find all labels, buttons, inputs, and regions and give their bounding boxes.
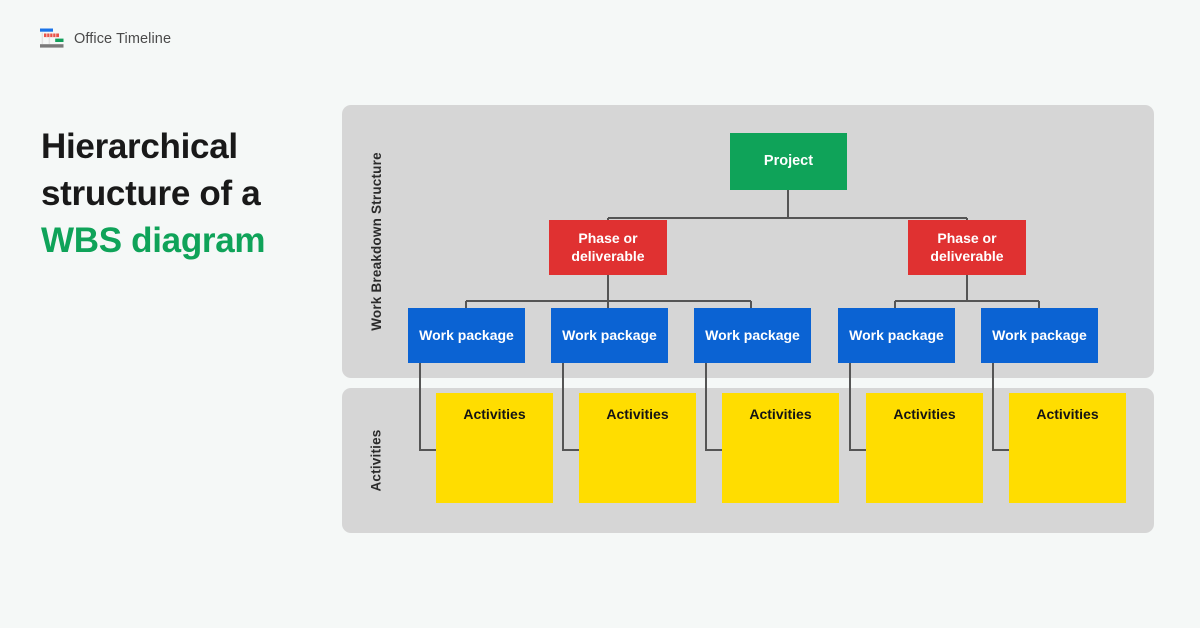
node-work-package-4-label: Work package xyxy=(849,326,944,343)
node-work-package-4[interactable]: Work package xyxy=(838,308,955,363)
node-activity-2[interactable]: Activities xyxy=(579,393,696,503)
node-activity-4[interactable]: Activities xyxy=(866,393,983,503)
node-activity-5-label: Activities xyxy=(1036,406,1099,422)
page-title-line1: Hierarchical xyxy=(41,127,238,167)
node-activity-1-label: Activities xyxy=(463,406,526,422)
page-title-line3: WBS diagram xyxy=(41,221,266,261)
wbs-diagram: Work Breakdown Structure Activities xyxy=(342,105,1154,533)
gantt-chart-icon xyxy=(40,28,64,50)
node-activity-3-label: Activities xyxy=(749,406,812,422)
panel-label-wbs: Work Breakdown Structure xyxy=(359,105,393,378)
brand-name: Office Timeline xyxy=(74,31,172,47)
node-activity-3[interactable]: Activities xyxy=(722,393,839,503)
node-work-package-5-label: Work package xyxy=(992,326,1087,343)
panel-label-activities-text: Activities xyxy=(368,429,384,492)
node-work-package-3[interactable]: Work package xyxy=(694,308,811,363)
node-work-package-2[interactable]: Work package xyxy=(551,308,668,363)
node-work-package-1-label: Work package xyxy=(419,326,514,343)
node-activity-2-label: Activities xyxy=(606,406,669,422)
node-phase-1-label: Phase or deliverable xyxy=(571,230,645,264)
node-activity-4-label: Activities xyxy=(893,406,956,422)
node-phase-2[interactable]: Phase or deliverable xyxy=(908,220,1026,275)
panel-label-activities: Activities xyxy=(359,388,393,533)
node-phase-1[interactable]: Phase or deliverable xyxy=(549,220,667,275)
node-work-package-3-label: Work package xyxy=(705,326,800,343)
panel-label-wbs-text: Work Breakdown Structure xyxy=(368,152,384,331)
node-work-package-2-label: Work package xyxy=(562,326,657,343)
node-work-package-5[interactable]: Work package xyxy=(981,308,1098,363)
node-phase-2-label: Phase or deliverable xyxy=(930,230,1004,264)
node-project-label: Project xyxy=(763,152,814,169)
page-title-line2: structure of a xyxy=(41,174,261,214)
node-activity-5[interactable]: Activities xyxy=(1009,393,1126,503)
node-project[interactable]: Project xyxy=(730,133,847,190)
node-work-package-1[interactable]: Work package xyxy=(408,308,525,363)
node-activity-1[interactable]: Activities xyxy=(436,393,553,503)
brand-header[interactable]: Office Timeline xyxy=(40,28,171,50)
page-title: Hierarchical structure of a WBS diagram xyxy=(41,123,331,264)
